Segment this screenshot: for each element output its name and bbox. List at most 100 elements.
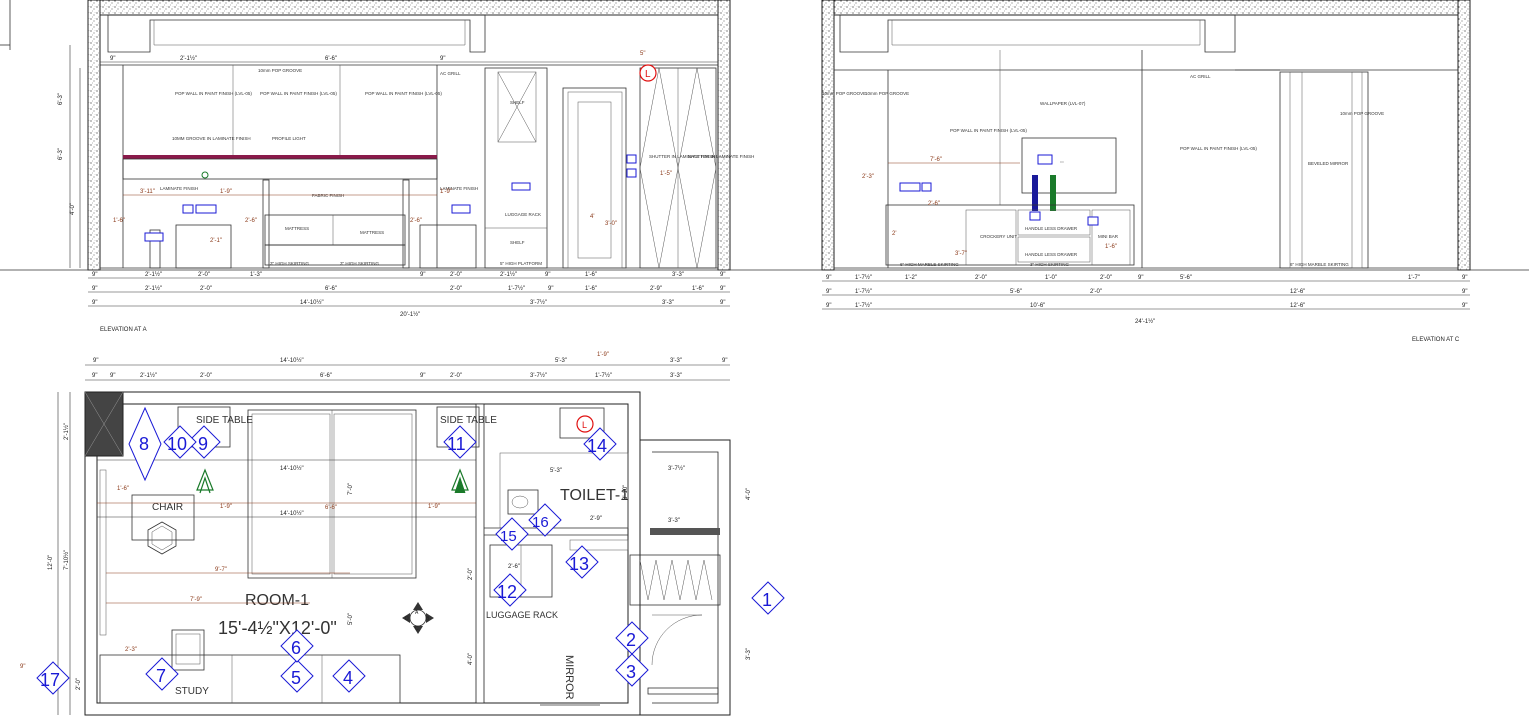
- tag-17[interactable]: 17: [36, 661, 70, 695]
- elev-c-b2-1: 9": [826, 289, 831, 295]
- pop-wall-note-2: POP WALL IN PAINT FINISH (LVL-05): [260, 91, 337, 96]
- compass-icon: A B C D: [402, 602, 434, 634]
- pop-wall-note-3: POP WALL IN PAINT FINISH (LVL-05): [365, 91, 442, 96]
- fabric-finish-note: FABRIC FINISH: [312, 193, 344, 198]
- laminate-groove-note: 10MM GROOVE IN LAMINATE FINISH: [172, 136, 251, 141]
- plan-top2-5: 6'-6": [320, 373, 332, 379]
- plan-top1-5: 3'-3": [670, 358, 682, 364]
- profile-light-note: PROFILE LIGHT: [272, 136, 306, 141]
- plan-inner-8: 3'-7½": [668, 465, 685, 472]
- tag-8[interactable]: 8: [128, 406, 162, 482]
- elev-a-dim-mid-10: 1'-5": [660, 171, 672, 177]
- elev-a-b1-8: 9": [545, 272, 550, 278]
- floor-plan: L A B C D ROOM-1 15'-4½"X12'-0": [20, 352, 785, 716]
- skirting-note-1: 3" HIGH SKIRTING: [270, 261, 310, 266]
- plant-icon-right: [451, 468, 469, 494]
- elev-c-dim-mid-5: 3'-7": [955, 251, 967, 257]
- svg-text:2: 2: [626, 630, 636, 650]
- tag-1[interactable]: 1: [751, 581, 785, 615]
- elev-c-b2-4: 2'-0": [1090, 289, 1102, 295]
- tag-15[interactable]: 15: [495, 517, 529, 551]
- tag-6[interactable]: 6: [280, 629, 314, 663]
- plan-top1-1: 9": [93, 358, 98, 364]
- elev-a-dim-mid-4: 1'-6": [113, 218, 125, 224]
- elev-c-b1-9: 1'-7": [1408, 275, 1420, 281]
- plan-left-2: 12'-0": [48, 555, 54, 570]
- chair-label: CHAIR: [152, 502, 183, 513]
- compass-c: C: [415, 626, 419, 632]
- tag-7[interactable]: 7: [145, 657, 179, 691]
- ac-grill-note: AC GRILL: [440, 71, 461, 76]
- elevation-c-title: ELEVATION AT C: [1412, 337, 1460, 343]
- shelf-note: SHELF: [510, 100, 525, 105]
- elev-a-dim-top-4: 9": [440, 56, 445, 62]
- elev-a-dim-top-1: 9": [110, 56, 115, 62]
- elev-c-b3-1: 9": [826, 303, 831, 309]
- plan-inner-7: 2'-9": [590, 516, 602, 522]
- plan-inner-20: 5'-0": [348, 613, 354, 625]
- elev-a-b2-8: 1'-6": [585, 286, 597, 292]
- side-table-right-label: SIDE TABLE: [440, 415, 497, 426]
- elev-c-handle-less-2: HANDLE LESS DRAWER: [1025, 252, 1078, 257]
- shelf-note-lower: SHELF: [510, 240, 525, 245]
- tag-3[interactable]: 3: [615, 653, 649, 687]
- alert-letter-plan: L: [582, 420, 587, 430]
- plan-left-1: 2'-1½": [63, 423, 70, 440]
- plan-top2-4: 2'-0": [200, 373, 212, 379]
- elev-c-total: 24'-1½": [1135, 318, 1155, 325]
- side-table-left-label: SIDE TABLE: [196, 415, 253, 426]
- elev-a-left-dim-3: 4'-0": [70, 203, 76, 215]
- elev-c-b3-4: 12'-6": [1290, 303, 1305, 309]
- tag-2[interactable]: 2: [615, 621, 649, 655]
- svg-text:5: 5: [291, 668, 301, 688]
- platform-note: 5" HIGH PLATFORM: [500, 261, 542, 266]
- elev-a-dim-mid-9: 3'-0": [605, 221, 617, 227]
- elev-c-b1-6: 2'-0": [1100, 275, 1112, 281]
- elev-a-total: 20'-1½": [400, 311, 420, 318]
- plan-left-5: 9": [20, 664, 25, 670]
- tag-10[interactable]: 10: [163, 425, 197, 459]
- plan-inner-19: 2'-6": [508, 564, 520, 570]
- elev-a-dim-mid-1: 3'-11": [140, 189, 155, 195]
- tag-4[interactable]: 4: [332, 659, 366, 693]
- svg-text:9: 9: [198, 434, 208, 454]
- tag-5[interactable]: 5: [280, 659, 314, 693]
- plan-inner-1: 14'-10½": [280, 465, 304, 472]
- elev-a-b1-9: 1'-6": [585, 272, 597, 278]
- elev-c-dim-mid-1: 7'-6": [930, 157, 942, 163]
- elev-a-b2-4: 6'-6": [325, 286, 337, 292]
- tag-14[interactable]: 14: [583, 427, 617, 461]
- elev-a-b2-6: 1'-7½": [508, 285, 525, 292]
- tag-9[interactable]: 9: [187, 425, 221, 459]
- plan-top1-2: 14'-10½": [280, 357, 304, 364]
- elev-c-wallpaper: WALLPAPER (LVL-07): [1040, 101, 1086, 106]
- svg-text:17: 17: [40, 670, 60, 690]
- elev-c-skirting-1: 6" HIGH MARBLE SKIRTING: [900, 262, 959, 267]
- plan-inner-15: 4'-0": [746, 488, 752, 500]
- elev-a-dim-mid-8: 4': [590, 214, 594, 220]
- elev-a-b2-7: 9": [548, 286, 553, 292]
- elev-a-b2-1: 9": [92, 286, 97, 292]
- svg-text:12: 12: [497, 582, 517, 602]
- elevation-a: L POP WALL IN PAINT FINISH (LVL-05) POP …: [0, 0, 1529, 333]
- elev-c-b3-3: 10'-6": [1030, 303, 1045, 309]
- tag-12[interactable]: 12: [493, 573, 527, 607]
- tag-11[interactable]: 11: [443, 425, 477, 459]
- elevation-a-title: ELEVATION AT A: [100, 327, 147, 333]
- elev-a-b3-4: 3'-3": [662, 300, 674, 306]
- elev-a-b3-2: 14'-10½": [300, 299, 324, 306]
- plan-inner-12: 7'-9": [190, 597, 202, 603]
- elev-c-skirting-2: 6" HIGH MARBLE SKIRTING: [1290, 262, 1349, 267]
- tag-16[interactable]: 16: [528, 503, 562, 537]
- plan-left-4: 2'-0": [76, 678, 82, 690]
- elev-c-ac-grill: AC GRILL: [1190, 74, 1211, 79]
- tag-13[interactable]: 13: [565, 545, 599, 579]
- svg-text:10: 10: [167, 434, 187, 454]
- svg-text:11: 11: [447, 434, 466, 454]
- plan-inner-5: 1'-6": [117, 486, 129, 492]
- pop-wall-note-1: POP WALL IN PAINT FINISH (LVL-05): [175, 91, 252, 96]
- elev-a-b1-10: 3'-3": [672, 272, 684, 278]
- svg-text:15: 15: [500, 528, 517, 545]
- skirting-note-2: 3" HIGH SKIRTING: [340, 261, 380, 266]
